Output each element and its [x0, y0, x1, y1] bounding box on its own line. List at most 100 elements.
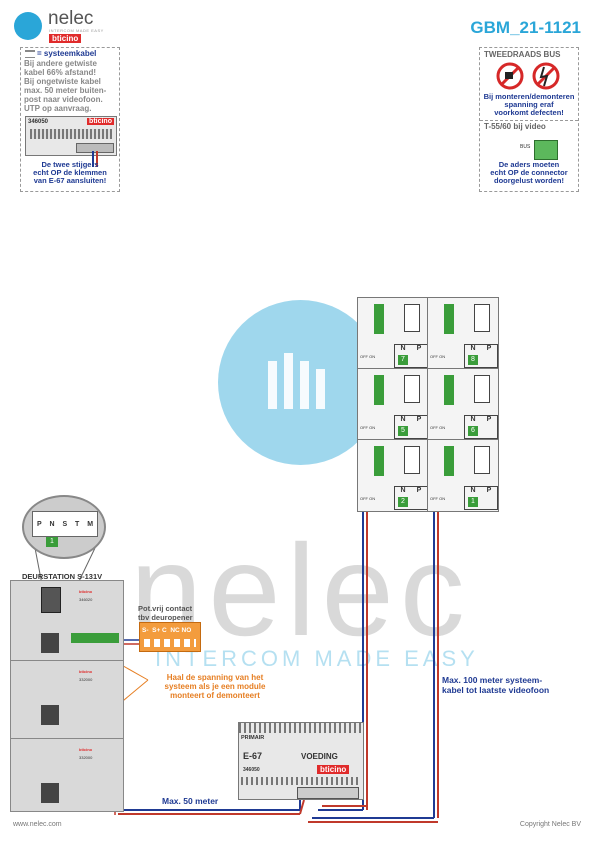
n-label: N [470, 345, 476, 352]
bus-connector [444, 446, 454, 476]
relay-title-line: Pot.vrij contact [138, 604, 193, 613]
relay-terminals: S- S+ C NC NO [142, 627, 192, 634]
relay-title-line: tbv deuropener [138, 613, 193, 622]
note-left: = systeemkabel Bij andere getwiste kabel… [20, 47, 120, 192]
cable-icon [25, 50, 35, 58]
bus-connector [444, 304, 454, 334]
np-label: N P [464, 486, 498, 510]
zoom-detail: P N S T M 1 [22, 495, 106, 559]
warning-line: systeem als je een module [164, 682, 266, 691]
module-brand: bticino [79, 747, 93, 752]
note-right: TWEEDRAADS BUS Bij monteren/demonteren s… [479, 47, 579, 192]
brand-tagline: INTERCOM MADE EASY [49, 28, 104, 33]
divider [480, 120, 578, 121]
n-label: N [400, 487, 406, 494]
videophone-number: 6 [468, 426, 478, 436]
off-on-switch: OFF ON [430, 425, 446, 430]
door-module-2: bticino 332000 [10, 660, 124, 740]
videophone-number: 2 [398, 497, 408, 507]
note-left-lines: Bij andere getwiste kabel 66% afstand! B… [24, 59, 118, 113]
p-label: P [416, 487, 422, 494]
note-line: kabel tot laatste videofoon [442, 685, 550, 695]
videophone-number: 5 [398, 426, 408, 436]
caption-line: echt OP de connector [490, 168, 568, 177]
connector [41, 633, 59, 653]
note-right-caption: De aders moeten echt OP de connector doo… [482, 161, 576, 185]
module-brand: bticino [79, 669, 93, 674]
note-left-caption: De twee stijgers echt OP de klemmen van … [23, 161, 117, 185]
note-line: UTP op aanvraag. [24, 104, 92, 113]
videophone: OFF ON N P 8 [427, 297, 499, 370]
brand-name: nelec [48, 8, 94, 29]
videophone: OFF ON N P 1 [427, 439, 499, 512]
off-on-switch: OFF ON [360, 354, 376, 359]
bus-connector [444, 375, 454, 405]
note-left-title: = systeemkabel [37, 49, 97, 58]
warning-line: spanning eraf [504, 100, 554, 109]
zoom-terminal-labels: P N S T M [32, 511, 98, 537]
watermark-tagline: INTERCOM MADE EASY [155, 646, 479, 671]
videophone: OFF ON N P 2 [357, 439, 429, 512]
terminal-label: P [36, 520, 42, 528]
off-on-switch: OFF ON [430, 496, 446, 501]
footer-copyright: Copyright Nelec BV [519, 821, 581, 828]
videophone: OFF ON N P 5 [357, 368, 429, 441]
note-line: Bij andere getwiste [24, 59, 97, 68]
note-right-warning: Bij monteren/demonteren spanning eraf vo… [482, 93, 576, 117]
videophone: OFF ON N P 7 [357, 297, 429, 370]
zoom-id-number: 1 [46, 537, 58, 547]
n-label: N [400, 345, 406, 352]
p-label: P [416, 416, 422, 423]
document-id: GBM_21-1121 [470, 18, 581, 37]
bticino-logo: bticino [49, 34, 82, 43]
caption-line: echt OP de klemmen [33, 168, 107, 177]
power-warning: Haal de spanning van het systeem als je … [151, 673, 279, 700]
bus-connector [374, 446, 384, 476]
psu-bottom-vents [241, 777, 361, 785]
max-100m-note: Max. 100 meter systeem- kabel tot laatst… [442, 675, 549, 695]
note-line: post naar videofoon. [24, 95, 103, 104]
module-code: 332000 [79, 677, 93, 682]
psu-thumb-brand: bticino [87, 118, 114, 125]
connector [41, 705, 59, 725]
caption-line: De twee stijgers [41, 160, 99, 169]
videophone-grid: OFF ON N P 7 OFF ON N P 8 OFF ON N P 5 O… [357, 297, 499, 512]
door-module-1: bticino 346020 [10, 580, 124, 662]
videophone-number: 1 [468, 497, 478, 507]
bus-connector [374, 375, 384, 405]
psu-thumb-terminals [76, 143, 114, 153]
note-line: kabel 66% afstand! [24, 68, 97, 77]
p-label: P [486, 416, 492, 423]
terminal-block [71, 633, 119, 643]
no-power-icons [496, 62, 560, 90]
caption-line: van E-67 aansluiten! [33, 176, 107, 185]
np-label: N P [464, 344, 498, 368]
footer-website: www.nelec.com [13, 821, 62, 828]
max-50m-note: Max. 50 meter [162, 796, 219, 806]
power-supply-e67: PRIMAIR E-67 VOEDING 346050 bticino [238, 722, 364, 800]
handset-icon [404, 375, 420, 403]
terminal-label: M [87, 520, 94, 528]
p-label: P [486, 345, 492, 352]
terminal-label: T [75, 520, 80, 528]
off-on-switch: OFF ON [430, 354, 446, 359]
handset-icon [474, 375, 490, 403]
p-label: P [486, 487, 492, 494]
note-right-title: TWEEDRAADS BUS [484, 50, 561, 59]
off-on-switch: OFF ON [360, 496, 376, 501]
note-line: Max. 100 meter systeem- [442, 675, 543, 685]
off-on-switch: OFF ON [360, 425, 376, 430]
terminal-label: S [62, 520, 68, 528]
np-label: N P [464, 415, 498, 439]
handset-icon [404, 446, 420, 474]
handset-icon [474, 304, 490, 332]
handset-icon [404, 304, 420, 332]
caption-line: doorgelust worden! [494, 176, 564, 185]
connector [41, 783, 59, 803]
psu-thumb-code: 346050 [28, 119, 49, 125]
relay-module: S- S+ C NC NO [139, 622, 201, 652]
psu-thumb-vents [30, 129, 112, 139]
n-label: N [470, 487, 476, 494]
caption-line: De aders moeten [498, 160, 560, 169]
psu-primair-label: PRIMAIR [241, 735, 265, 741]
